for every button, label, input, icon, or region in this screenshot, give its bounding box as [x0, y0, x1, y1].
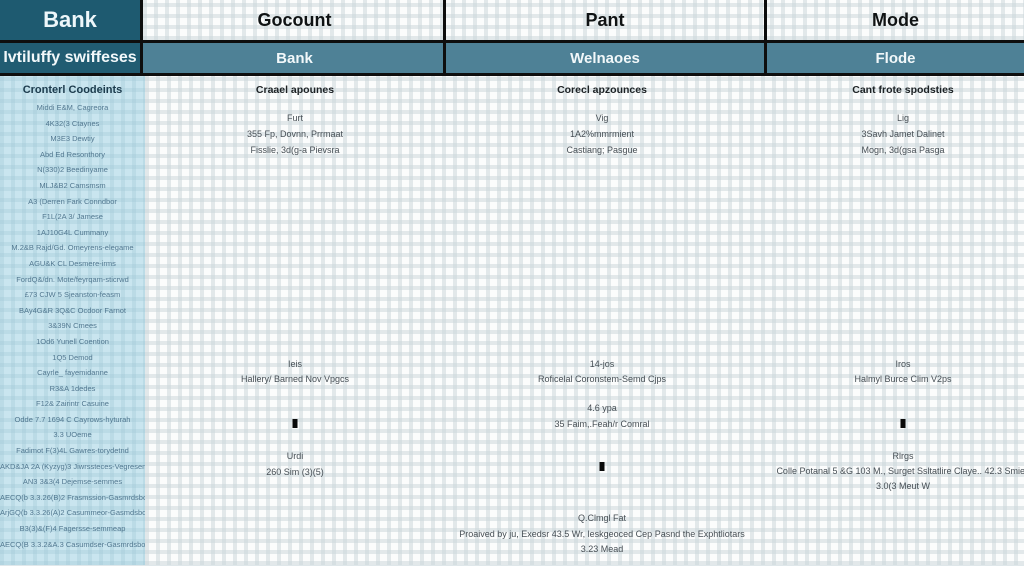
gocount-cell: Hallery/ Barned Nov Vpgcs — [240, 374, 350, 384]
gocount-cell: Fisslie, 3d(g-a Pievsra — [250, 145, 340, 155]
row-label: 1Q5 Demod — [52, 352, 93, 362]
gocount-section-header: Craael apounes — [255, 84, 335, 96]
row-label: F1L(2A 3/ Jamese — [42, 212, 103, 222]
row-label: AN3 3&3(4 Dejemse-semmes — [22, 477, 123, 487]
mode-cell: Halmyl Burce Clim V2ps — [854, 374, 952, 384]
subheader-cell-flode: Flode — [875, 49, 916, 67]
row-label: 1Od6 Yunell Coention — [36, 336, 109, 346]
pant-cell: Q.Clmgl Fat — [577, 513, 627, 523]
row-label: 3.3 UOeme — [53, 430, 92, 440]
mode-cell: 3Savh Jamet Dalinet — [861, 129, 945, 139]
row-labels-sidebar: Cronterl Coodeints Middi E&M, Cagreora 4… — [0, 76, 145, 565]
row-label: Fadimot F(3)4L Gawres-torydetnd — [16, 446, 129, 456]
row-label: F12& Zairintr Casuine — [36, 399, 109, 409]
row-label: AECQ(B 3.3.2&A.3 Casumdser-Gasmrdsbo — [0, 539, 145, 549]
black-marker — [292, 419, 298, 428]
row-label: Middi E&M, Cagreora — [36, 103, 109, 112]
subheader-cell-left: Ivtiluffy swiffeses — [0, 43, 143, 73]
row-label: MLJ&B2 Camsmsm — [39, 180, 106, 190]
sidebar-title: Cronterl Coodeints — [22, 84, 123, 96]
gocount-cell: Ieis — [287, 359, 303, 369]
row-label: 4K32(3 Ctaynes — [45, 118, 100, 128]
header-cell-gocount: Gocount — [257, 9, 332, 30]
mode-cell: Colle Potanal 5 &G 103 M., Surget Ssltat… — [776, 466, 1024, 476]
pant-cell: Castiang; Pasgue — [566, 145, 638, 155]
gocount-cell: 355 Fp, Dovnn, Prrmaat — [246, 129, 344, 139]
black-marker — [599, 462, 605, 471]
row-label: M.2&B Rajd/Gd. Omeyrens-elegame — [11, 243, 134, 253]
header-cell-bank: Bank — [0, 0, 143, 40]
row-label: M3E3 Dewtiy — [50, 134, 95, 144]
gocount-cell: 260 Sim (3)(5) — [266, 467, 324, 477]
row-label: £73 CJW 5 Sjeanston-feasm — [24, 290, 121, 300]
pant-cell: Proaived by ju, Exedsr 43.5 Wr, leskgeoc… — [459, 529, 745, 539]
header-cell-pant: Pant — [585, 9, 625, 30]
row-label: R3&A 1dedes — [49, 383, 96, 393]
black-marker — [900, 419, 906, 428]
gocount-cell: Urdi — [286, 451, 304, 461]
header-row-2 — [0, 43, 1024, 76]
row-label: BAy4G&R 3Q&C Ocdoor Farnot — [19, 305, 126, 315]
bottom-margin — [0, 565, 1024, 576]
row-label: N(330)2 Beedinyame — [37, 165, 108, 175]
row-label: A3 (Derren Fark Conndbor — [28, 196, 117, 206]
mode-cell: Iros — [895, 359, 911, 369]
row-label: AKD&JA 2A (Kyzyg)3 Jiwrssteces-Vegresema… — [0, 461, 145, 471]
row-label: ArjGQ(b 3.3.26(A)2 Casummeor-Gasmdsbor — [0, 508, 145, 518]
pant-cell: 3.23 Mead — [580, 544, 624, 554]
row-label: Cayrle_ fayemidanne — [37, 368, 108, 378]
pant-cell: Roficelal Coronstem-Semd Cjps — [537, 374, 667, 384]
row-label: Odde 7.7 1694 C Cayrows-hyturah — [14, 414, 131, 424]
row-label: AGU&K CL Desmere-irms — [29, 258, 116, 268]
table-body-background — [145, 76, 1024, 565]
column-divider — [764, 0, 767, 76]
column-divider — [443, 0, 446, 76]
mode-cell: 3.0(3 Meut W — [875, 481, 931, 491]
pant-section-header: Corecl apzounces — [557, 84, 647, 96]
header-cell-mode: Mode — [872, 9, 919, 30]
subheader-cell-bank: Bank — [276, 49, 313, 67]
row-label: AECQ(b 3.3.26(B)2 Frasmssion-Gasmrdsbor — [0, 492, 145, 502]
row-label: 3&39N Cmees — [48, 321, 97, 331]
row-label: 1AJ10G4L Cummany — [36, 227, 109, 237]
mode-section-header: Cant frote spodsties — [852, 84, 954, 96]
pant-cell: 35 Faim,.Feah/r Comral — [554, 419, 650, 429]
row-label: B3(3)&(F)4 Fagersse-semmeap — [19, 524, 126, 534]
gocount-cell: Furt — [286, 113, 304, 123]
pant-cell: Vig — [595, 113, 609, 123]
mode-cell: Mogn, 3d(gsa Pasga — [861, 145, 945, 155]
pant-cell: 4.6 ypa — [587, 403, 617, 413]
header-row-1 — [0, 0, 1024, 43]
mode-cell: Lig — [896, 113, 910, 123]
pant-cell: 1A2%mmrmient — [569, 129, 635, 139]
mode-cell: Rlrgs — [892, 451, 914, 461]
pant-cell: 14-jos — [589, 359, 615, 369]
row-label: Abd Ed Resonthory — [39, 149, 106, 159]
subheader-cell-welnaoes: Welnaoes — [570, 49, 640, 67]
row-label: FordQ&/dn. Mote/feyrqam-sticrwd — [16, 274, 129, 284]
